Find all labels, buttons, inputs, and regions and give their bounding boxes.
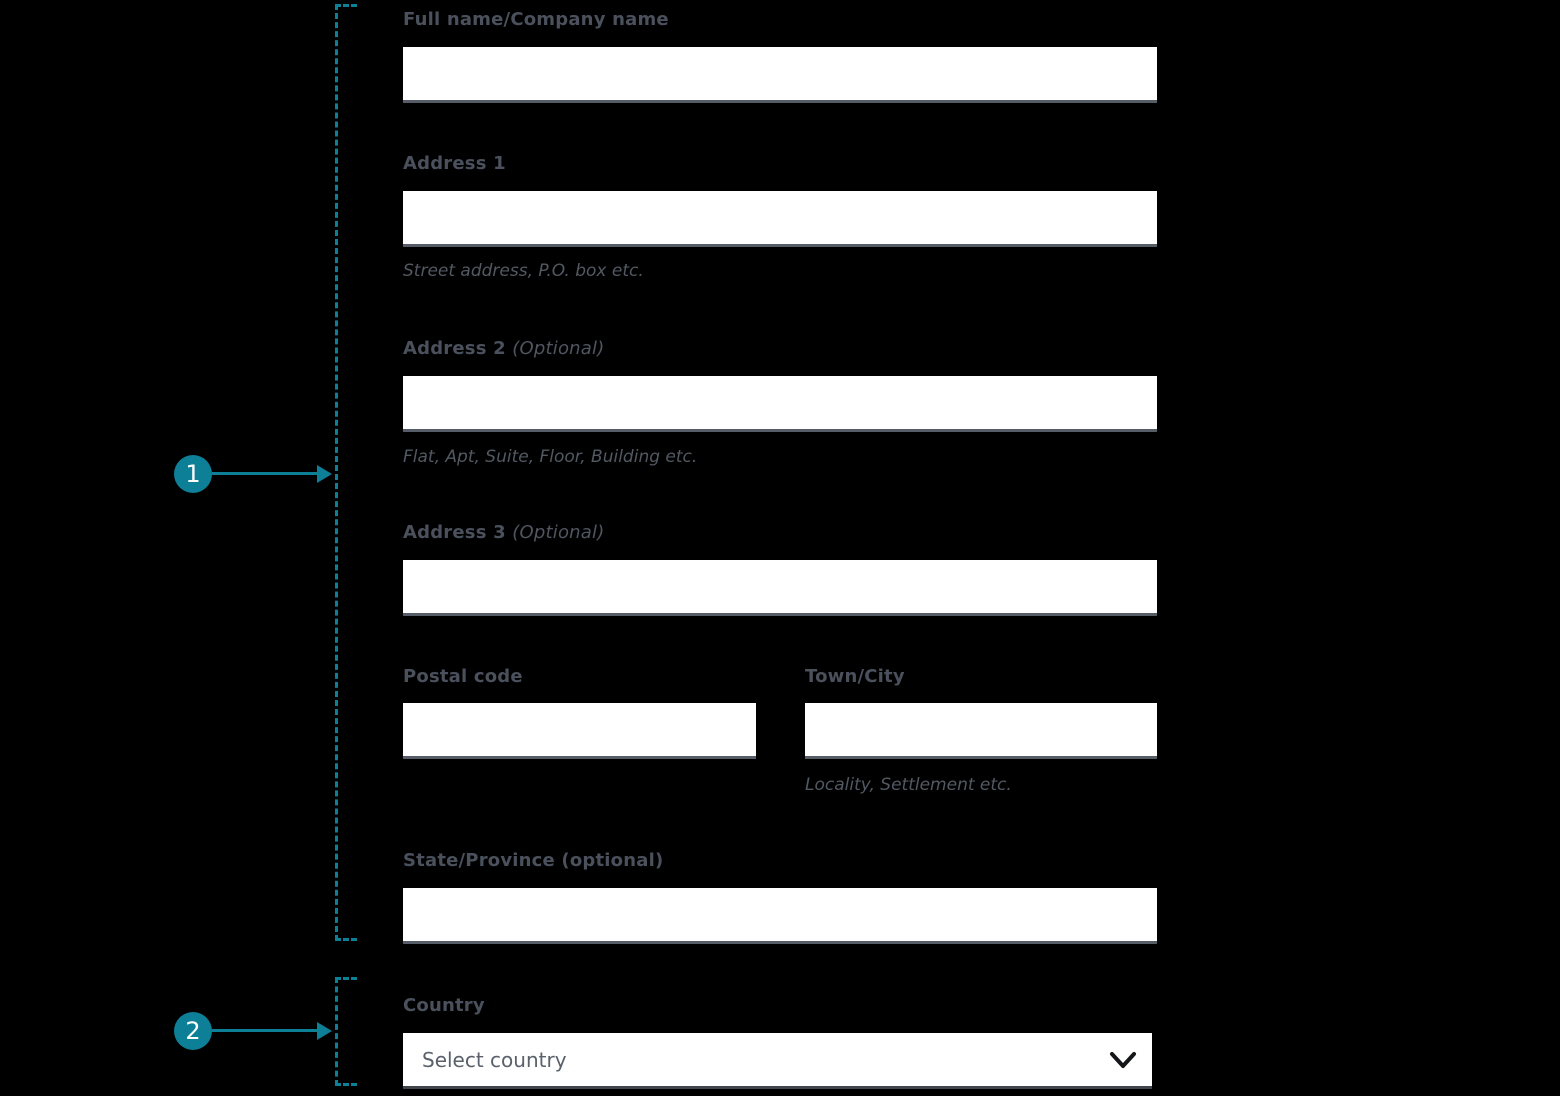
annotation-arrow-2-line bbox=[212, 1029, 317, 1032]
annotation-marker-2: 2 bbox=[174, 1012, 212, 1050]
postal-code-label: Postal code bbox=[403, 666, 523, 687]
address2-label: Address 2 (Optional) bbox=[403, 338, 605, 359]
town-city-input[interactable] bbox=[805, 703, 1157, 759]
country-label: Country bbox=[403, 995, 485, 1016]
address3-input[interactable] bbox=[403, 560, 1157, 616]
postal-code-input[interactable] bbox=[403, 703, 756, 759]
annotation-arrow-1-head bbox=[317, 465, 332, 483]
state-province-input[interactable] bbox=[403, 888, 1157, 944]
annotation-arrow-1-line bbox=[212, 472, 317, 475]
town-city-helper: Locality, Settlement etc. bbox=[805, 775, 1012, 795]
address3-optional-suffix: (Optional) bbox=[512, 522, 605, 543]
annotation-arrow-2-head bbox=[317, 1022, 332, 1040]
address1-label: Address 1 bbox=[403, 153, 506, 174]
full-name-label: Full name/Company name bbox=[403, 9, 669, 30]
state-province-label: State/Province (optional) bbox=[403, 850, 664, 871]
address2-input[interactable] bbox=[403, 376, 1157, 432]
address3-label: Address 3 (Optional) bbox=[403, 522, 605, 543]
country-select-wrap: Select country bbox=[403, 1033, 1152, 1089]
address2-optional-suffix: (Optional) bbox=[512, 338, 605, 359]
address2-helper: Flat, Apt, Suite, Floor, Building etc. bbox=[403, 447, 698, 467]
annotation-marker-2-number: 2 bbox=[185, 1017, 201, 1045]
address1-helper: Street address, P.O. box etc. bbox=[403, 261, 644, 281]
annotation-bracket-2 bbox=[335, 977, 357, 1086]
country-select[interactable]: Select country bbox=[403, 1033, 1152, 1086]
town-city-label: Town/City bbox=[805, 666, 905, 687]
address1-input[interactable] bbox=[403, 191, 1157, 247]
annotation-bracket-1 bbox=[335, 4, 357, 941]
annotation-marker-1: 1 bbox=[174, 455, 212, 493]
annotation-marker-1-number: 1 bbox=[185, 460, 201, 488]
full-name-input[interactable] bbox=[403, 47, 1157, 103]
